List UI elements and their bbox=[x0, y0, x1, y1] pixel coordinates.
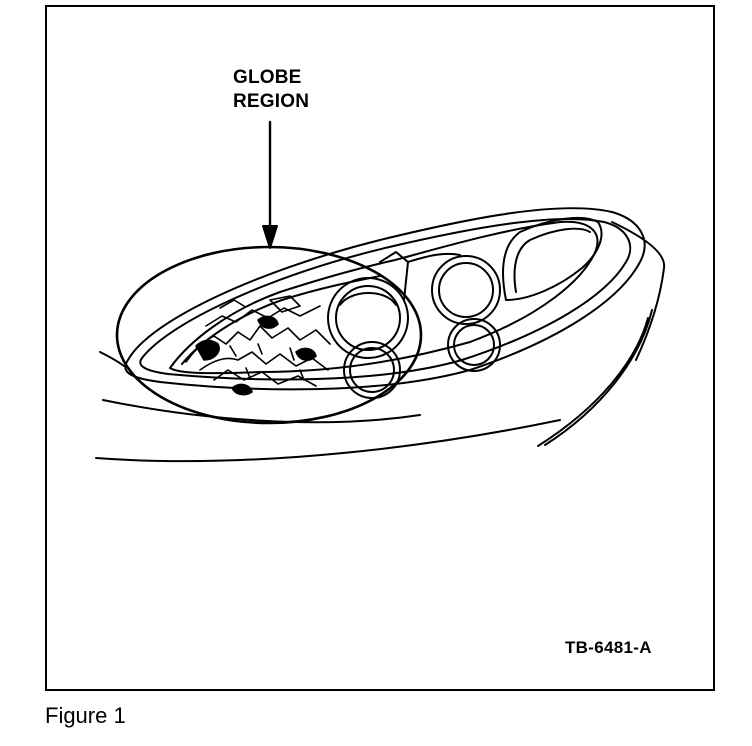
reference-code: TB-6481-A bbox=[565, 638, 652, 657]
callout-line-1: GLOBE bbox=[233, 67, 302, 88]
globe-interior-texture bbox=[185, 295, 331, 396]
lamp-reflectors bbox=[327, 251, 501, 399]
figure-frame bbox=[45, 5, 715, 691]
globe-region-label: GLOBE REGION bbox=[233, 66, 309, 114]
turn-reflector-outer bbox=[343, 341, 401, 399]
main-reflector-outer bbox=[327, 277, 409, 359]
main-reflector-inner bbox=[335, 285, 401, 351]
upper-reflector-outer bbox=[431, 255, 501, 325]
callout-line-2: REGION bbox=[233, 91, 310, 112]
upper-reflector-inner bbox=[438, 262, 494, 318]
lower-reflector-outer bbox=[447, 318, 501, 372]
figure-caption: Figure 1 bbox=[45, 703, 126, 728]
callout-arrow bbox=[262, 120, 278, 249]
turn-reflector-inner bbox=[349, 347, 395, 393]
lower-reflector-inner bbox=[453, 324, 495, 366]
fender-outline bbox=[95, 221, 666, 463]
side-marker-pocket bbox=[501, 216, 603, 301]
